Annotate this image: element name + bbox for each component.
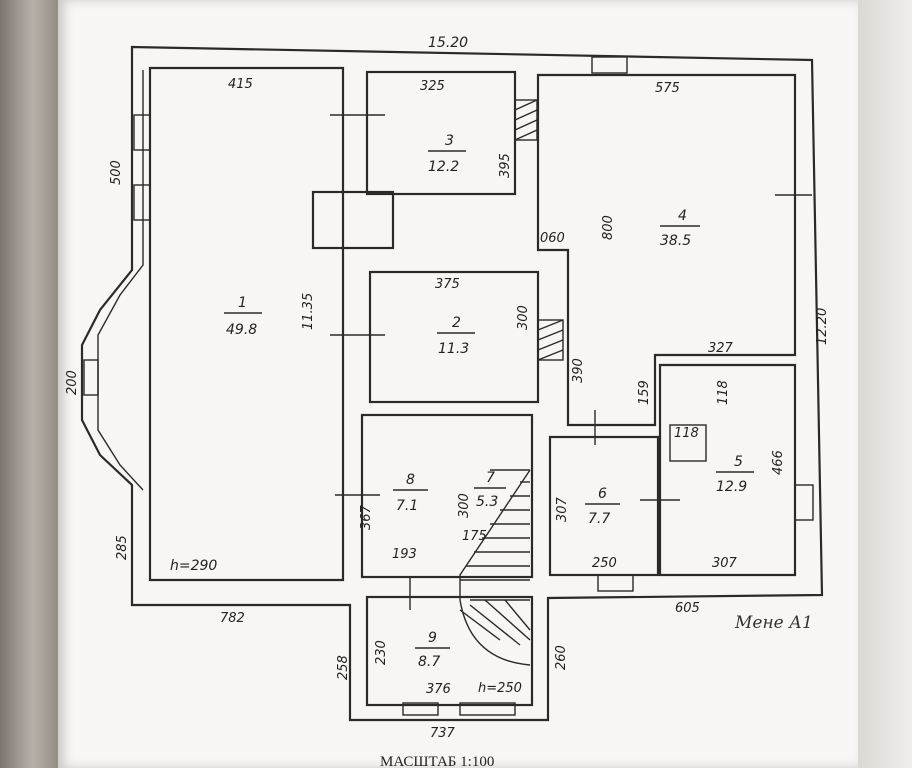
room-number: 4 — [678, 208, 687, 224]
room-label-4: 4 38.5 — [660, 208, 700, 249]
staircase — [459, 469, 531, 666]
windows — [83, 56, 814, 716]
room-label-7: 7 5.3 — [474, 470, 506, 510]
chimney-block — [311, 190, 395, 250]
dim-room7-side: 300 — [457, 493, 472, 518]
dim-193: 193 — [392, 547, 417, 562]
room-number: 2 — [452, 315, 461, 331]
background-strip — [858, 0, 912, 768]
room-area: 7.7 — [588, 511, 610, 527]
height-main: h=290 — [170, 558, 217, 574]
room-label-3: 3 12.2 — [428, 133, 466, 175]
dim-room4-top: 575 — [655, 81, 680, 96]
room-label-2: 2 11.3 — [437, 315, 475, 357]
dim-room3-side: 395 — [498, 153, 513, 178]
dim-bay-bottom: 285 — [115, 535, 130, 560]
dim-room4-mid: 060 — [540, 231, 565, 246]
dim-outer-right-bottom: 605 — [675, 601, 700, 616]
book-page-edge — [0, 0, 60, 768]
dim-room6-bottom: 250 — [592, 556, 617, 571]
room-label-1: 1 49.8 — [224, 295, 262, 338]
small-closet — [669, 424, 707, 462]
room-number: 1 — [238, 295, 247, 311]
dim-118a: 118 — [716, 380, 731, 405]
dim-room9-outer: 258 — [336, 655, 351, 680]
dim-327: 327 — [708, 341, 734, 356]
dim-room9-bottom: 376 — [426, 682, 451, 697]
dim-bay-top: 500 — [109, 160, 124, 185]
dim-room3-top: 325 — [420, 79, 445, 94]
signature: Мене А1 — [734, 613, 813, 633]
room-area: 11.3 — [438, 341, 469, 357]
room-label-8: 8 7.1 — [393, 472, 428, 514]
dim-room5-bottom: 307 — [712, 556, 738, 571]
dim-room8-side: 367 — [359, 504, 374, 530]
room-number: 3 — [445, 133, 454, 149]
room-8-7-outline — [360, 413, 534, 579]
paper-sheet — [58, 0, 858, 768]
room-5-outline — [658, 363, 797, 577]
room-4-outline — [536, 73, 797, 427]
dim-corridor-side: 390 — [571, 358, 586, 383]
dim-159: 159 — [637, 380, 652, 405]
outer-walls — [80, 45, 824, 722]
room-area: 8.7 — [418, 654, 440, 670]
dim-room4-side: 800 — [601, 215, 616, 240]
dim-room6-side: 307 — [555, 496, 570, 522]
dim-inner-length: 11.35 — [301, 293, 316, 330]
dim-room2-top: 375 — [435, 277, 460, 292]
height-stair: h=250 — [478, 681, 522, 696]
scale-label: МАСШТАБ 1:100 — [380, 754, 494, 768]
dim-room9-right: 260 — [554, 645, 569, 670]
room-number: 7 — [486, 470, 495, 486]
room-number: 6 — [598, 486, 607, 502]
dim-room2-side: 300 — [516, 305, 531, 330]
room-area: 38.5 — [660, 233, 691, 249]
room-area: 7.1 — [396, 498, 418, 514]
dim-bay-mid: 200 — [65, 370, 80, 395]
room-area: 12.9 — [716, 479, 747, 495]
dim-outer-right: 12.20 — [815, 308, 830, 345]
door-marks — [330, 114, 812, 610]
dim-118b: 118 — [674, 426, 699, 441]
room-number: 9 — [428, 630, 437, 646]
dim-stair-175: 175 — [462, 529, 487, 544]
room-number: 5 — [734, 454, 743, 470]
room-number: 8 — [406, 472, 415, 488]
room-9-outline — [365, 595, 534, 707]
room-area: 49.8 — [226, 322, 257, 338]
room-area: 5.3 — [476, 494, 498, 510]
dim-stair-bottom: 737 — [430, 726, 456, 741]
dim-outer-left-bottom: 782 — [220, 611, 245, 626]
room-label-6: 6 7.7 — [585, 486, 620, 527]
room-area: 12.2 — [428, 159, 459, 175]
room-label-9: 9 8.7 — [415, 630, 450, 670]
dim-room5-side: 466 — [771, 450, 786, 475]
dim-room1-top: 415 — [228, 77, 253, 92]
dim-room9-left: 230 — [374, 640, 389, 665]
room-label-5: 5 12.9 — [716, 454, 754, 495]
dim-outer-top: 15.20 — [428, 35, 468, 51]
